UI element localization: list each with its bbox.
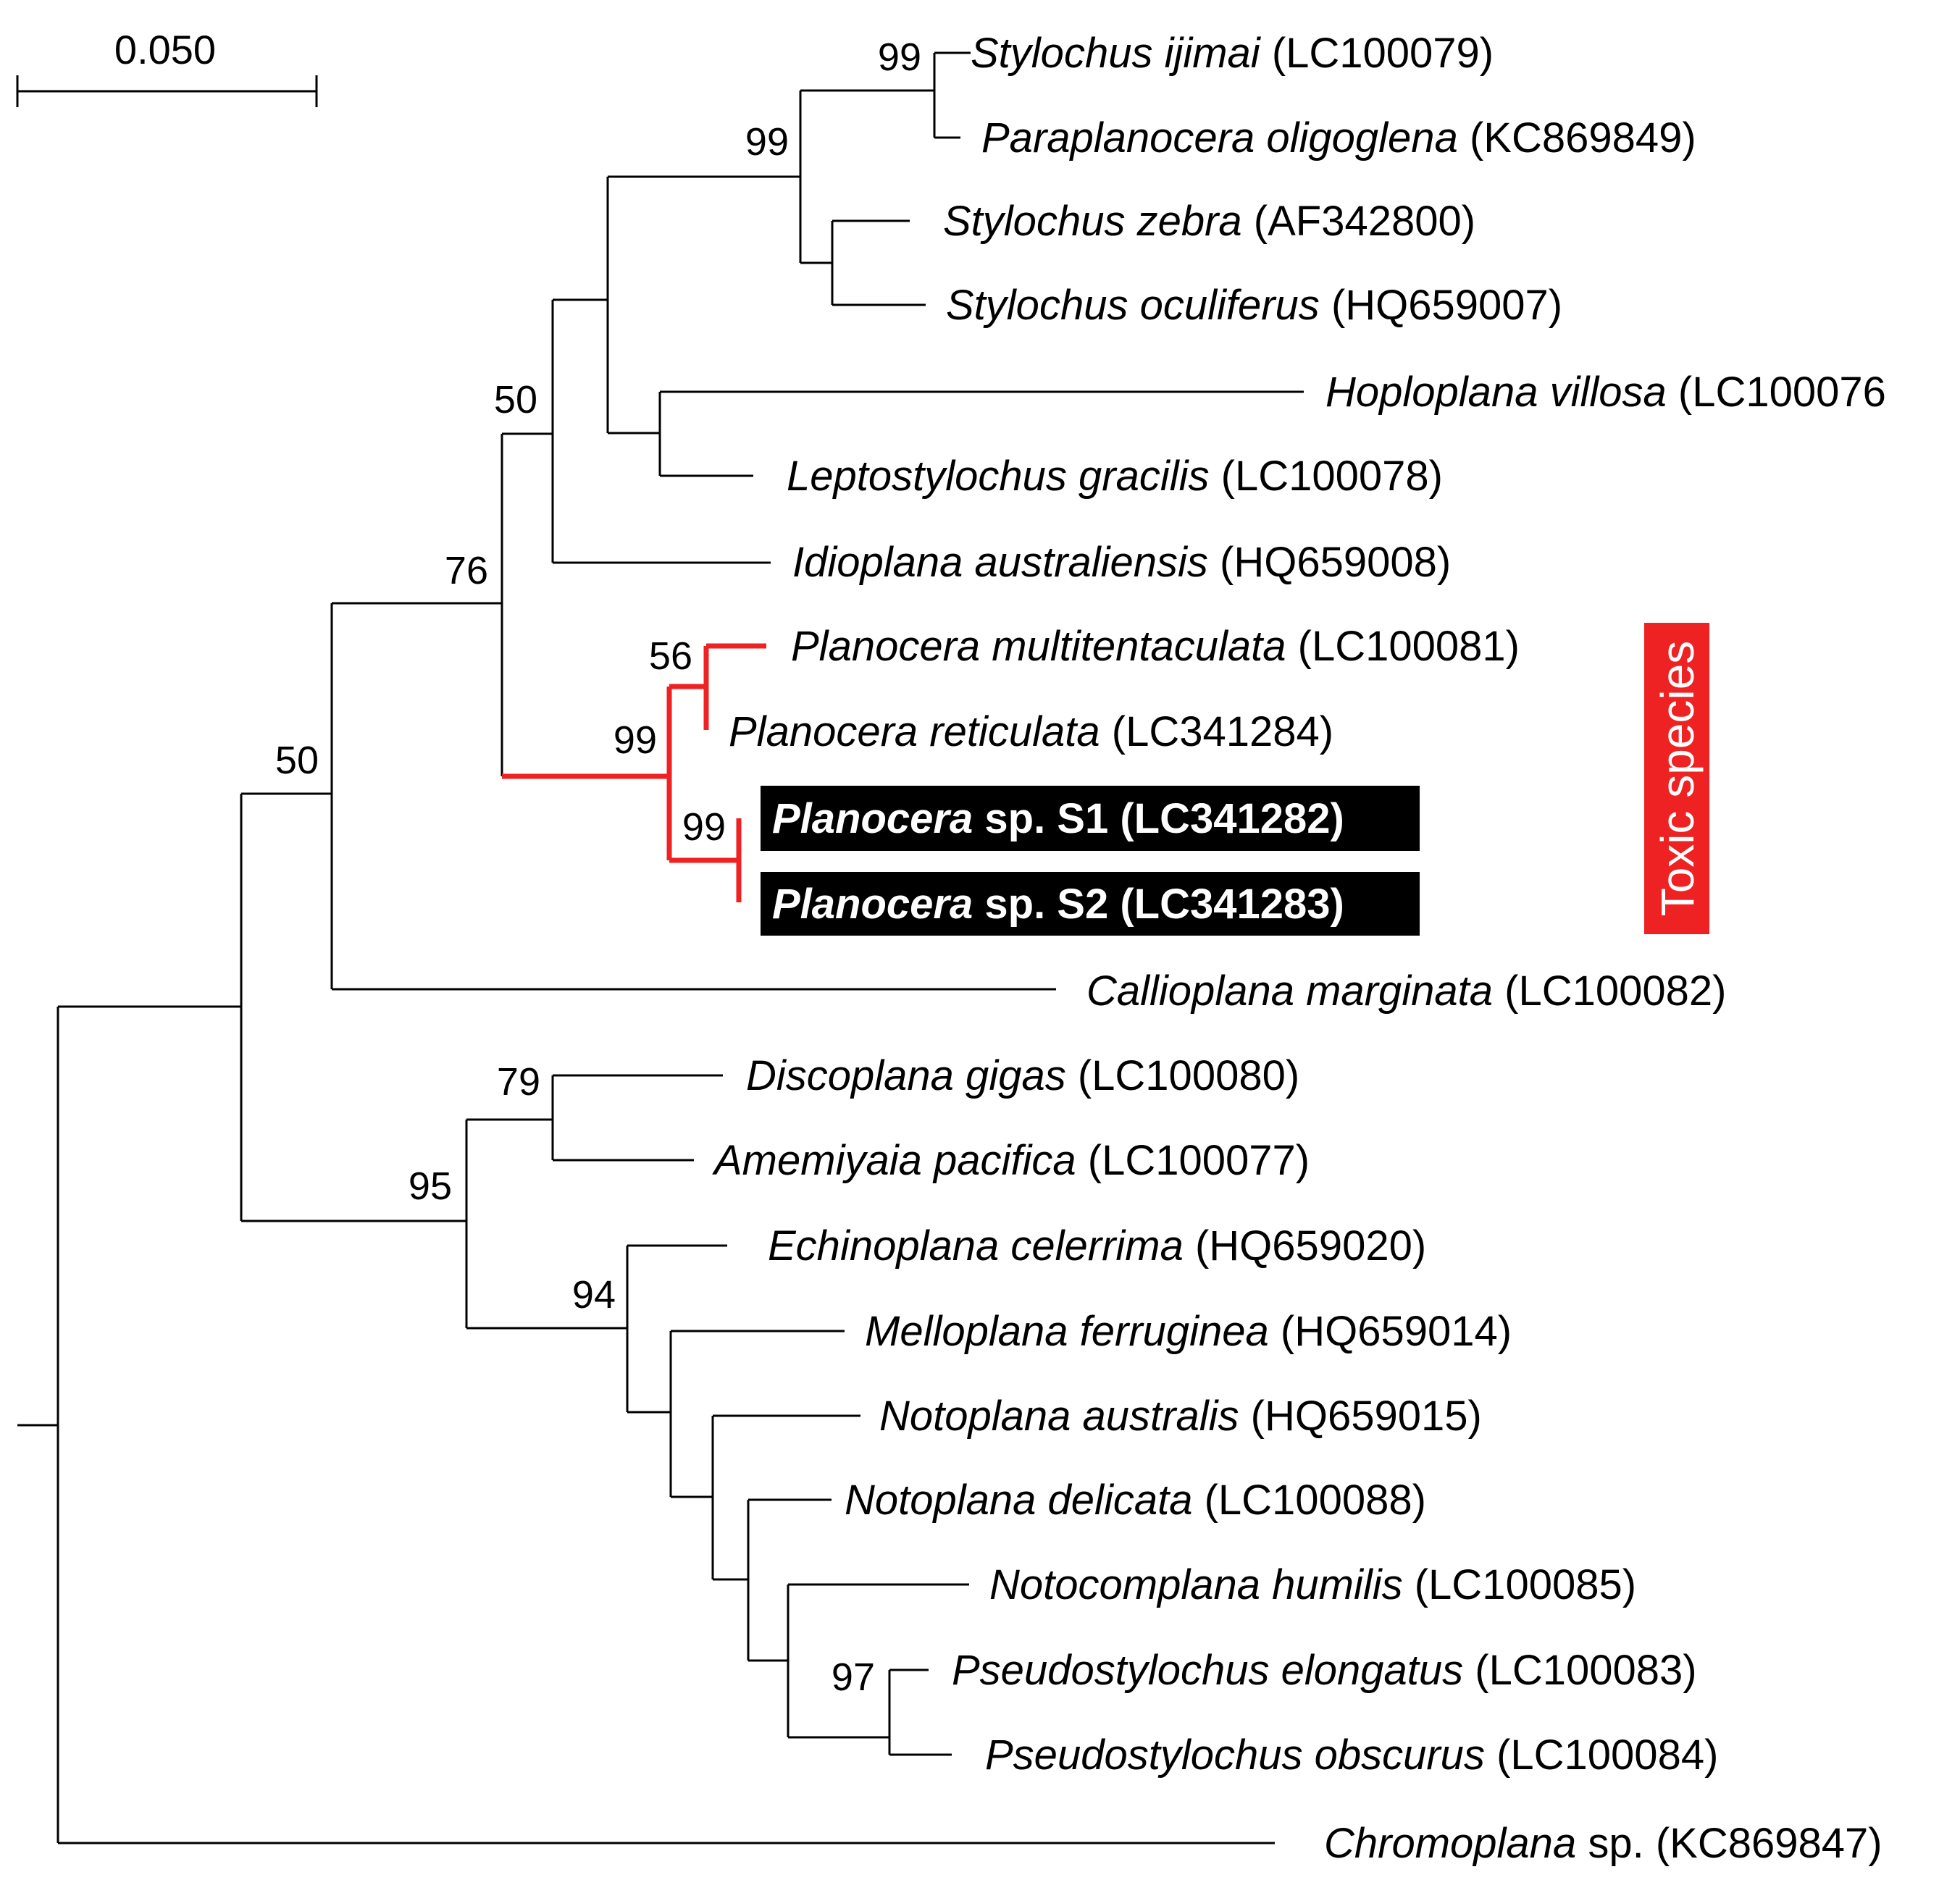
highlight-box-s2 bbox=[761, 872, 1420, 936]
taxon-label: Notocomplana humilis (LC100085) bbox=[989, 1561, 1636, 1608]
taxon-label-highlighted: Planocera sp. S1 (LC341282) bbox=[772, 795, 1344, 842]
toxic-species-label: Toxic species bbox=[1651, 641, 1704, 917]
bootstrap-value: 95 bbox=[409, 1164, 452, 1208]
taxon-label: Stylochus zebra (AF342800) bbox=[943, 198, 1475, 245]
taxon-label: Pseudostylochus elongatus (LC100083) bbox=[952, 1647, 1697, 1694]
taxon-label: Planocera multitentaculata (LC100081) bbox=[791, 623, 1520, 670]
bootstrap-value: 99 bbox=[878, 35, 921, 79]
toxic-species-annotation: Toxic species bbox=[1644, 623, 1709, 934]
bootstrap-values: 99 99 50 76 56 99 99 50 79 95 94 97 bbox=[275, 35, 921, 1699]
bootstrap-value: 50 bbox=[275, 739, 319, 782]
taxon-label-highlighted: Planocera sp. S2 (LC341283) bbox=[772, 881, 1344, 928]
bootstrap-value: 99 bbox=[613, 718, 657, 762]
bootstrap-value: 94 bbox=[572, 1273, 616, 1317]
taxon-labels: Stylochus ijimai (LC100079) Paraplanocer… bbox=[712, 30, 1886, 1867]
highlight-box-s1 bbox=[761, 786, 1420, 851]
tree-branches bbox=[17, 51, 1304, 1844]
taxon-label: Stylochus ijimai (LC100079) bbox=[971, 30, 1494, 77]
bootstrap-value: 56 bbox=[649, 634, 692, 678]
taxon-label: Pseudostylochus obscurus (LC100084) bbox=[985, 1732, 1718, 1779]
taxon-label: Callioplana marginata (LC100082) bbox=[1086, 968, 1726, 1015]
taxon-label: Amemiyaia pacifica (LC100077) bbox=[712, 1137, 1310, 1184]
bootstrap-value: 79 bbox=[497, 1060, 540, 1104]
taxon-label: Chromoplana sp. (KC869847) bbox=[1324, 1820, 1882, 1867]
bootstrap-value: 99 bbox=[745, 120, 789, 164]
bootstrap-value: 50 bbox=[494, 378, 537, 421]
taxon-label: Hoploplana villosa (LC100076 bbox=[1325, 369, 1886, 416]
toxic-species-box bbox=[1644, 623, 1709, 934]
taxon-label: Notoplana australis (HQ659015) bbox=[879, 1393, 1482, 1440]
taxon-label: Idioplana australiensis (HQ659008) bbox=[792, 539, 1451, 586]
bootstrap-value: 76 bbox=[445, 549, 488, 592]
bootstrap-value: 99 bbox=[682, 805, 726, 849]
taxon-label: Echinoplana celerrima (HQ659020) bbox=[768, 1222, 1426, 1269]
taxon-label: Leptostylochus gracilis (LC100078) bbox=[787, 453, 1443, 500]
toxic-clade-branches bbox=[502, 643, 766, 902]
taxon-label: Discoplana gigas (LC100080) bbox=[746, 1052, 1299, 1099]
taxon-label: Stylochus oculiferus (HQ659007) bbox=[946, 282, 1562, 329]
bootstrap-value: 97 bbox=[832, 1655, 875, 1699]
taxon-label: Melloplana ferruginea (HQ659014) bbox=[865, 1308, 1512, 1355]
taxon-label: Planocera reticulata (LC341284) bbox=[729, 708, 1333, 755]
taxon-label: Paraplanocera oligoglena (KC869849) bbox=[981, 114, 1696, 161]
taxon-label: Notoplana delicata (LC100088) bbox=[845, 1477, 1426, 1524]
scale-bar: 0.050 bbox=[16, 27, 318, 107]
scale-bar-label: 0.050 bbox=[114, 27, 216, 72]
